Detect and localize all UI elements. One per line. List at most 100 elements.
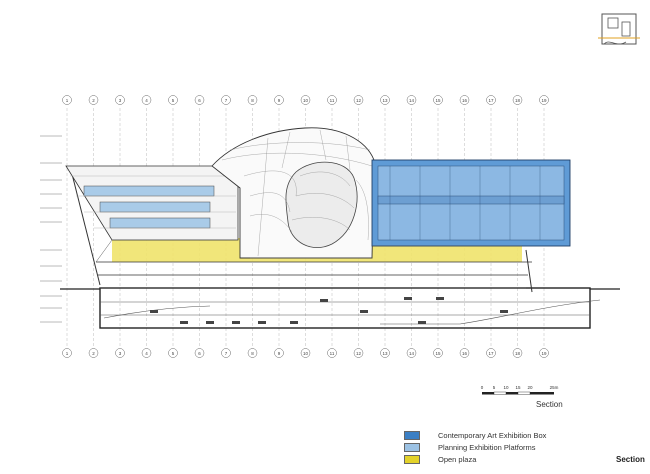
grid-bubble — [62, 95, 72, 105]
grid-label: 6 — [198, 98, 201, 103]
grid-label: 5 — [172, 98, 175, 103]
grid-bubble — [486, 348, 496, 358]
grid-bubble — [327, 95, 337, 105]
grid-label: 7 — [225, 351, 228, 356]
legend-label: Planning Exhibition Platforms — [438, 443, 536, 452]
podium-floors — [69, 165, 533, 293]
grid-bubble — [194, 348, 205, 358]
grid-bubble — [168, 95, 178, 105]
grid-bubble — [539, 95, 549, 105]
legend-item-planning-platforms: Planning Exhibition Platforms — [404, 442, 546, 453]
grid-label: 7 — [225, 98, 228, 103]
grid-label: 2 — [92, 351, 95, 356]
grid-label: 15 — [435, 351, 441, 356]
scale-tick-label: 5 — [493, 385, 496, 390]
grid-bubble — [512, 348, 523, 358]
grid-bubble — [406, 95, 417, 105]
left-wing — [65, 165, 239, 241]
grid-bubble — [168, 348, 178, 358]
legend: Contemporary Art Exhibition Box Planning… — [404, 430, 546, 466]
grid-label: 16 — [462, 98, 468, 103]
grid-bubble — [115, 95, 125, 105]
grid-label: 9 — [278, 351, 281, 356]
grid-label: 19 — [541, 351, 547, 356]
grid-label: 9 — [278, 98, 281, 103]
grid-label: 3 — [119, 98, 122, 103]
grid-bubble — [221, 348, 231, 358]
grid-label: 4 — [145, 98, 148, 103]
grid-bubble — [141, 95, 152, 105]
grid-bubble — [62, 348, 72, 358]
grid-label: 8 — [251, 98, 254, 103]
grid-bubble — [459, 348, 470, 358]
grid-label: 17 — [488, 351, 494, 356]
basement — [60, 287, 620, 329]
grid-label: 5 — [172, 351, 175, 356]
legend-label: Open plaza — [438, 455, 477, 464]
grid-label: 6 — [198, 351, 201, 356]
grid-label: 11 — [330, 98, 335, 103]
scale-tick-label: 15 — [515, 385, 521, 390]
scale-tick-label: 0 — [481, 385, 484, 390]
scale-bar-ticks: 0 5 10 15 20 25m — [481, 385, 559, 390]
legend-label: Contemporary Art Exhibition Box — [438, 431, 547, 440]
grid-bubble — [512, 95, 523, 105]
grid-label: 18 — [515, 351, 521, 356]
grid-label: 13 — [382, 98, 388, 103]
scale-tick-label: 25m — [550, 385, 559, 390]
grid-bubble — [274, 348, 284, 358]
grid-bubble — [300, 348, 311, 358]
art-exhibition-box — [371, 159, 571, 247]
grid-bubble — [88, 348, 99, 358]
scale-tick-label: 10 — [503, 385, 509, 390]
legend-item-open-plaza: Open plaza — [404, 454, 546, 465]
grid-label: 8 — [251, 351, 254, 356]
grid-bubble — [194, 95, 205, 105]
grid-label: 14 — [409, 98, 415, 103]
grid-label: 17 — [488, 98, 494, 103]
grid-bubble — [247, 95, 258, 105]
structural-frame — [95, 239, 522, 263]
grid-bubble — [459, 95, 470, 105]
cloud-structure — [211, 127, 375, 259]
grid-bubble — [115, 348, 125, 358]
grid-label: 12 — [356, 98, 362, 103]
scale-caption: Section — [536, 400, 563, 409]
grid-label: 4 — [145, 351, 148, 356]
grid-bubble — [88, 95, 99, 105]
grid-bubble — [327, 348, 337, 358]
grid-label: 12 — [356, 351, 362, 356]
grid-bubble — [353, 95, 364, 105]
scale-bar-graphic — [482, 391, 554, 395]
grid-bubble — [406, 348, 417, 358]
grid-bubble — [247, 348, 258, 358]
grid-bubble — [274, 95, 284, 105]
legend-swatch-planning-platforms — [404, 443, 420, 452]
grid-label: 1 — [66, 98, 69, 103]
grid-bubble — [433, 348, 443, 358]
scale-tick-label: 20 — [527, 385, 533, 390]
grid-label: 3 — [119, 351, 122, 356]
grid-label: 16 — [462, 351, 468, 356]
grid-bubble — [380, 95, 390, 105]
grid-label: 14 — [409, 351, 415, 356]
grid-bubble — [300, 95, 311, 105]
key-plan-icon — [598, 13, 640, 45]
grid-bubble — [539, 348, 549, 358]
grid-bubble — [353, 348, 364, 358]
grid-label: 10 — [303, 351, 309, 356]
grid-label: 2 — [92, 98, 95, 103]
grid-label: 13 — [382, 351, 388, 356]
grid-label: 11 — [330, 351, 335, 356]
grid-bubble — [433, 95, 443, 105]
section-tag: Section — [616, 455, 645, 464]
grid-label: 19 — [541, 98, 547, 103]
legend-item-art-box: Contemporary Art Exhibition Box — [404, 430, 546, 441]
grid-bubble — [141, 348, 152, 358]
grid-label: 15 — [435, 98, 441, 103]
grid-label: 18 — [515, 98, 521, 103]
grid-bubble — [221, 95, 231, 105]
